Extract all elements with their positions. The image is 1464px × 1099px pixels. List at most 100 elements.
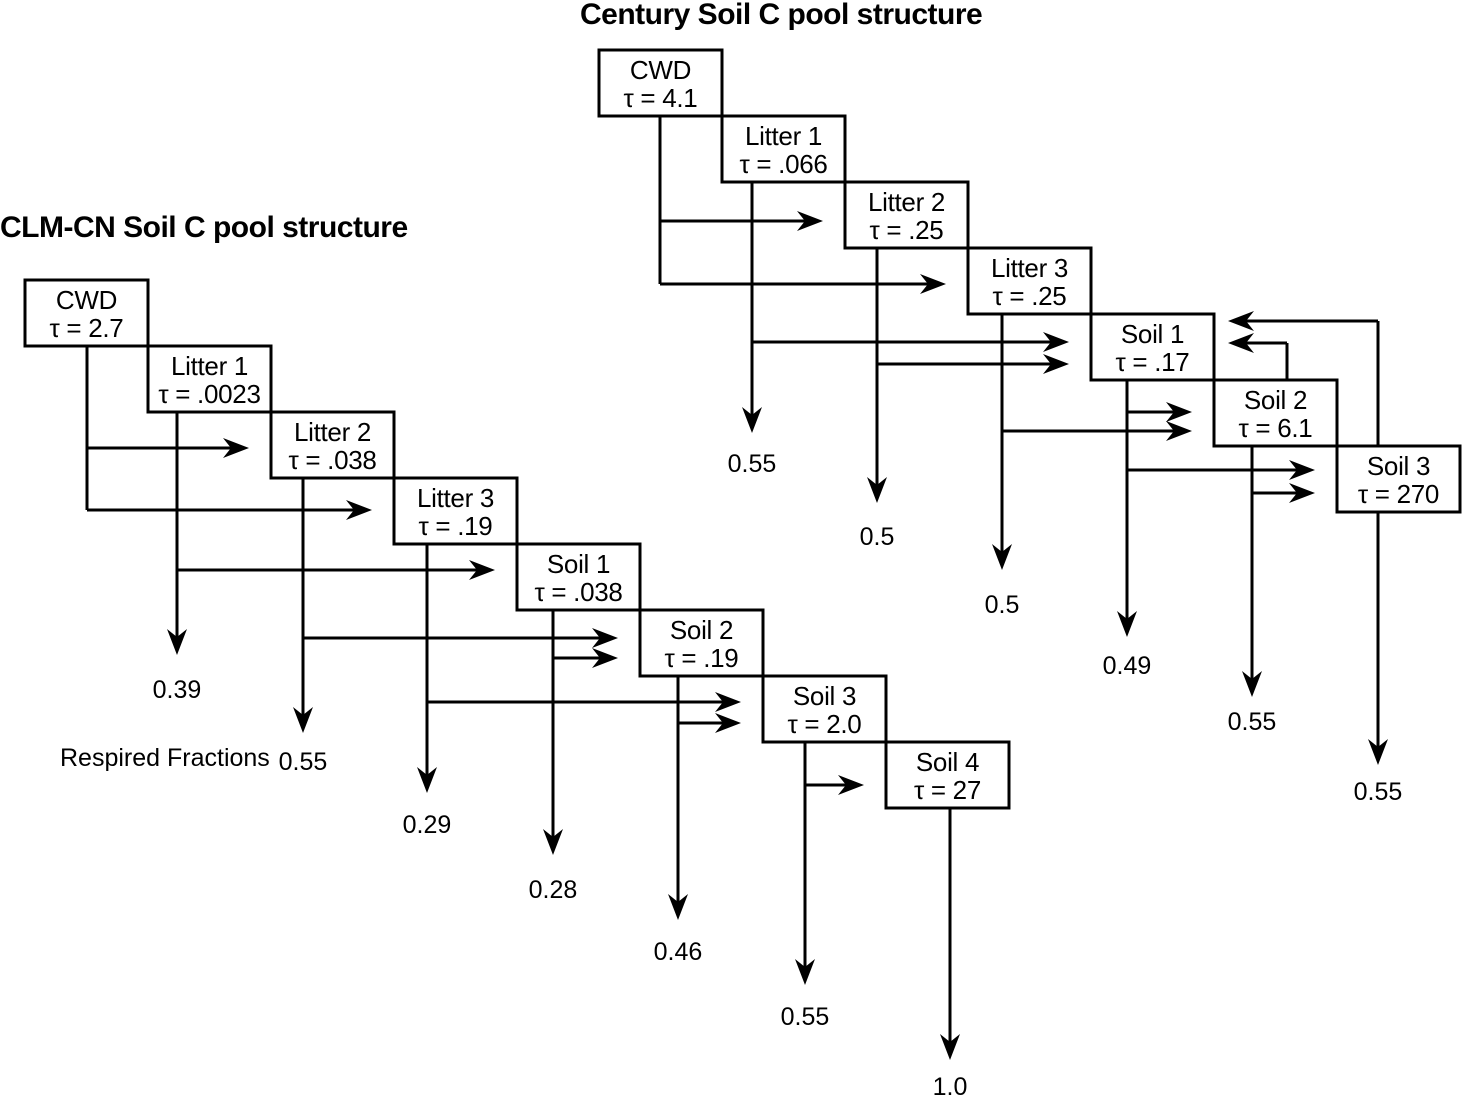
clmcn-respired-arrowhead-litter3 — [417, 767, 437, 793]
clmcn-pool-tau-soil2: τ = .19 — [665, 643, 739, 673]
clmcn-pool-tau-soil4: τ = 27 — [914, 775, 981, 805]
century-respired-arrowhead-litter1 — [742, 407, 762, 433]
clmcn-respired-value-soil1: 0.28 — [529, 876, 578, 904]
century-arrowhead-cwd-litter3 — [920, 274, 946, 294]
clmcn-pool-tau-litter1: τ = .0023 — [158, 379, 260, 409]
clmcn-arrowhead-cwd-litter3 — [346, 500, 372, 520]
century-transfer-arrow-cwd-to-litter2 — [660, 211, 823, 231]
century-title: Century Soil C pool structure — [580, 0, 983, 31]
century-pool-box-litter2 — [843, 180, 970, 250]
century-pool-name-litter2: Litter 2 — [868, 187, 945, 217]
clmcn-transfer-arrow-cwd-to-litter3 — [87, 500, 372, 520]
century-feedback-arrow-soil2-to-soil1 — [1228, 333, 1289, 380]
clmcn-arrowhead-soil2-soil3 — [715, 713, 741, 733]
clmcn-title: CLM-CN Soil C pool structure — [0, 211, 408, 244]
century-respired-arrowhead-litter2 — [867, 477, 887, 503]
century-transfer-arrow-litter3-to-soil2 — [1002, 421, 1192, 441]
century-pool-soil1: Soil 1τ = .17 — [1089, 312, 1216, 382]
clmcn-pool-name-cwd: CWD — [56, 285, 117, 315]
clmcn-transfer-arrow-cwd-to-litter2 — [87, 438, 249, 458]
clmcn-pool-tau-litter3: τ = .19 — [419, 511, 493, 541]
clmcn-arrowhead-litter3-soil3 — [715, 692, 741, 712]
century-respired-value-soil3: 0.55 — [1354, 778, 1403, 806]
century-arrowhead-soil2-soil3 — [1289, 483, 1315, 503]
century-feedback-arrowhead-soil3 — [1228, 311, 1254, 331]
clmcn-pool-name-soil3: Soil 3 — [793, 681, 856, 711]
century-pool-name-soil1: Soil 1 — [1121, 319, 1184, 349]
century-pool-litter2: Litter 2τ = .25 — [843, 180, 970, 250]
clmcn-pool-name-soil2: Soil 2 — [670, 615, 733, 645]
clmcn-pool-box-litter1 — [146, 344, 273, 414]
century-feedback-arrowhead-soil2 — [1228, 333, 1254, 353]
century-transfer-arrow-litter1-to-soil1 — [752, 332, 1069, 352]
century-respired-value-litter2: 0.5 — [860, 523, 895, 551]
clmcn-arrowhead-soil3-soil4 — [838, 775, 864, 795]
clmcn-pool-soil4: Soil 4τ = 27 — [884, 740, 1011, 810]
clmcn-pool-name-litter3: Litter 3 — [417, 483, 494, 513]
clmcn-arrowhead-litter2-soil2 — [592, 628, 618, 648]
clmcn-transfer-arrow-litter3-to-soil3 — [427, 692, 741, 712]
century-pool-box-cwd — [597, 48, 724, 118]
century-pool-name-soil3: Soil 3 — [1367, 451, 1430, 481]
century-respired-arrowhead-litter3 — [992, 544, 1012, 570]
century-respired-value-soil2: 0.55 — [1228, 708, 1277, 736]
century-pool-box-litter1 — [720, 114, 847, 184]
clmcn-respired-arrowhead-soil4 — [940, 1034, 960, 1060]
century-pool-box-litter3 — [966, 246, 1093, 316]
century-pool-name-soil2: Soil 2 — [1244, 385, 1307, 415]
clmcn-respired-value-soil3: 0.55 — [781, 1003, 830, 1031]
clmcn-pool-soil3: Soil 3τ = 2.0 — [761, 674, 888, 744]
century-pool-name-litter1: Litter 1 — [745, 121, 822, 151]
clmcn-pool-tau-soil1: τ = .038 — [534, 577, 622, 607]
clmcn-respired-value-soil2: 0.46 — [654, 938, 703, 966]
century-feedback-arrow-soil3-to-soil1 — [1228, 311, 1380, 446]
clmcn-pool-litter3: Litter 3τ = .19 — [392, 476, 519, 546]
clmcn-pool-box-soil4 — [884, 740, 1011, 810]
century-transfer-arrow-soil1-to-soil2 — [1127, 402, 1192, 422]
clmcn-pool-litter1: Litter 1τ = .0023 — [146, 344, 273, 414]
century-pool-tau-soil1: τ = .17 — [1116, 347, 1190, 377]
century-arrowhead-litter1-soil1 — [1043, 332, 1069, 352]
century-transfer-arrow-litter2-to-soil1 — [877, 354, 1069, 374]
century-pool-tau-litter1: τ = .066 — [739, 149, 827, 179]
clmcn-pool-tau-litter2: τ = .038 — [288, 445, 376, 475]
century-pool-name-litter3: Litter 3 — [991, 253, 1068, 283]
clmcn-arrowhead-litter1-soil1 — [469, 560, 495, 580]
century-arrowhead-cwd-litter2 — [797, 211, 823, 231]
clmcn-pool-box-litter2 — [269, 410, 396, 480]
century-arrowhead-soil1-soil3 — [1289, 460, 1315, 480]
clmcn-transfer-arrow-soil3-to-soil4 — [805, 775, 864, 795]
century-pool-tau-litter2: τ = .25 — [870, 215, 944, 245]
century-arrowhead-litter3-soil2 — [1166, 421, 1192, 441]
century-pool-box-soil1 — [1089, 312, 1216, 382]
clmcn-transfer-arrow-litter1-to-soil1 — [177, 560, 495, 580]
clmcn-pool-box-cwd — [23, 278, 150, 348]
clmcn-pool-box-soil3 — [761, 674, 888, 744]
century-pool-litter1: Litter 1τ = .066 — [720, 114, 847, 184]
clmcn-respired-value-litter2: 0.55 — [279, 748, 328, 776]
clmcn-respired-arrowhead-soil3 — [795, 959, 815, 985]
century-pool-box-soil2 — [1212, 378, 1339, 448]
clmcn-pool-soil1: Soil 1τ = .038 — [515, 542, 642, 612]
century-respired-arrowhead-soil2 — [1242, 671, 1262, 697]
clmcn-respired-arrowhead-soil1 — [543, 829, 563, 855]
century-pool-name-cwd: CWD — [630, 55, 691, 85]
century-arrowhead-soil1-soil2 — [1166, 402, 1192, 422]
clmcn-pool-name-soil1: Soil 1 — [547, 549, 610, 579]
respired-fractions-caption: Respired Fractions — [60, 744, 270, 772]
clmcn-pool-tau-soil3: τ = 2.0 — [788, 709, 862, 739]
clmcn-respired-value-litter3: 0.29 — [403, 811, 452, 839]
century-pool-tau-litter3: τ = .25 — [993, 281, 1067, 311]
clmcn-pool-soil2: Soil 2τ = .19 — [638, 608, 765, 678]
clmcn-arrowhead-cwd-litter2 — [223, 438, 249, 458]
clmcn-transfer-arrow-litter2-to-soil2 — [303, 628, 618, 648]
century-respired-value-litter1: 0.55 — [728, 450, 777, 478]
century-pool-soil2: Soil 2τ = 6.1 — [1212, 378, 1339, 448]
clmcn-respired-value-litter1: 0.39 — [153, 676, 202, 704]
